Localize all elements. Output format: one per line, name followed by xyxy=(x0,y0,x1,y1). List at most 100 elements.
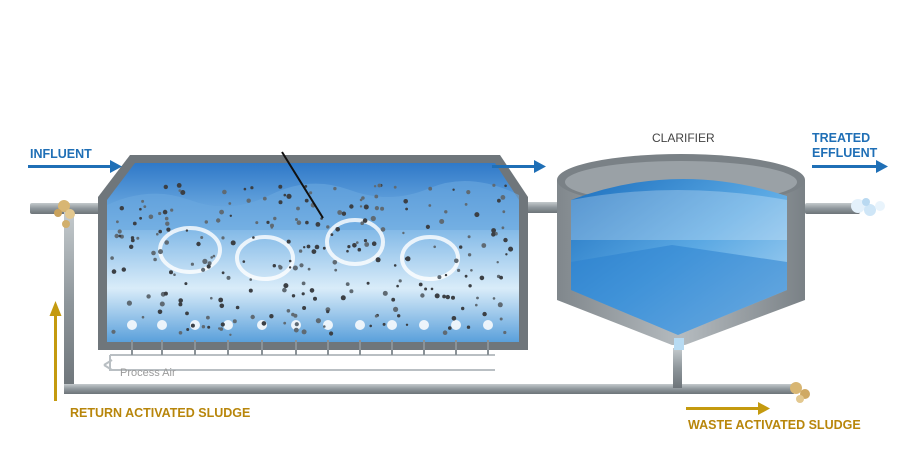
floc-particle xyxy=(219,303,225,309)
floc-particle xyxy=(248,288,253,293)
floc-particle xyxy=(363,204,369,210)
floc-particle xyxy=(391,297,396,302)
floc-particle xyxy=(418,282,423,287)
influent-pipe xyxy=(30,203,120,214)
floc-particle xyxy=(491,232,496,237)
floc-particle xyxy=(347,245,351,249)
floc-particle xyxy=(360,221,365,225)
floc-particle xyxy=(398,279,402,283)
floc-particle xyxy=(425,224,430,229)
floc-particle xyxy=(382,322,386,326)
floc-particle xyxy=(468,284,472,288)
process-air-label: Process Air xyxy=(120,367,176,379)
floc-particle xyxy=(283,321,287,325)
floc-particle xyxy=(305,220,309,225)
floc-particle xyxy=(252,236,255,239)
floc-particle xyxy=(158,229,162,234)
floc-particle xyxy=(428,186,433,191)
floc-particle xyxy=(502,210,506,214)
floc-particle xyxy=(448,326,452,330)
floc-particle xyxy=(341,211,347,216)
floc-particle xyxy=(278,200,283,205)
floc-particle xyxy=(151,250,156,256)
floc-particle xyxy=(330,233,334,237)
floc-particle xyxy=(380,206,385,211)
floc-particle xyxy=(430,287,434,291)
floc-particle xyxy=(170,208,174,212)
floc-particle xyxy=(380,227,386,232)
clarifier-underflow-pipe xyxy=(673,348,682,388)
floc-particle xyxy=(117,229,122,234)
floc-particle xyxy=(474,212,480,218)
flow-arrows xyxy=(28,160,888,173)
floc-particle xyxy=(210,296,213,300)
floc-particle xyxy=(309,288,315,293)
floc-particle xyxy=(326,225,330,229)
floc-particle xyxy=(164,240,169,245)
floc-particle xyxy=(464,203,468,206)
floc-particle xyxy=(374,194,379,199)
floc-particle xyxy=(444,210,448,214)
floc-particle xyxy=(246,198,251,203)
treated-effluent-label-line1: TREATED xyxy=(812,131,870,145)
floc-particle xyxy=(110,256,114,260)
air-diffusers xyxy=(131,340,489,355)
floc-particle xyxy=(169,270,173,275)
floc-particle xyxy=(296,206,300,211)
floc-particle xyxy=(130,238,135,243)
floc-particle xyxy=(352,243,357,248)
floc-particle xyxy=(141,199,145,203)
floc-particle xyxy=(293,327,299,333)
floc-particle xyxy=(204,220,208,224)
aeration-tank xyxy=(98,151,528,355)
floc-particle xyxy=(164,216,169,221)
floc-particle xyxy=(359,198,363,202)
floc-particle xyxy=(201,267,206,272)
floc-particle xyxy=(286,239,291,244)
floc-particle xyxy=(180,190,186,195)
floc-particle xyxy=(405,256,411,262)
floc-particle xyxy=(439,219,445,224)
floc-particle xyxy=(314,244,320,250)
floc-particle xyxy=(301,281,306,286)
floc-particle xyxy=(445,294,450,300)
floc-particle xyxy=(136,236,140,240)
floc-particle xyxy=(396,284,399,288)
floc-particle xyxy=(362,218,368,223)
floc-particle xyxy=(346,249,349,253)
floc-particle xyxy=(220,322,225,327)
floc-particle xyxy=(335,227,341,232)
floc-particle xyxy=(437,275,442,280)
floc-particle xyxy=(370,215,376,222)
floc-particles xyxy=(110,183,514,336)
floc-particle xyxy=(366,281,370,285)
floc-particle xyxy=(301,329,307,335)
floc-particle xyxy=(504,184,507,188)
floc-particle xyxy=(270,223,274,228)
floc-particle xyxy=(442,294,446,299)
floc-particle xyxy=(326,310,330,314)
floc-particle xyxy=(185,311,189,316)
floc-particle xyxy=(283,283,289,289)
floc-particle xyxy=(163,184,168,190)
floc-particle xyxy=(250,314,255,320)
floc-particle xyxy=(196,241,201,247)
floc-particle xyxy=(178,302,183,307)
floc-particle xyxy=(340,295,346,301)
floc-particle xyxy=(190,323,195,328)
floc-particle xyxy=(273,216,277,221)
floc-particle xyxy=(153,257,157,262)
floc-particle xyxy=(393,185,397,189)
floc-particle xyxy=(219,327,224,331)
floc-particle xyxy=(337,210,343,215)
floc-particle xyxy=(442,330,448,336)
floc-particle xyxy=(298,249,303,253)
floc-particle xyxy=(278,184,283,189)
floc-particle xyxy=(503,330,507,335)
floc-particle xyxy=(492,297,496,300)
floc-particle xyxy=(243,187,247,191)
floc-particle xyxy=(497,302,503,308)
floc-particle xyxy=(278,264,282,268)
floc-particle xyxy=(232,319,237,324)
floc-particle xyxy=(118,234,122,238)
